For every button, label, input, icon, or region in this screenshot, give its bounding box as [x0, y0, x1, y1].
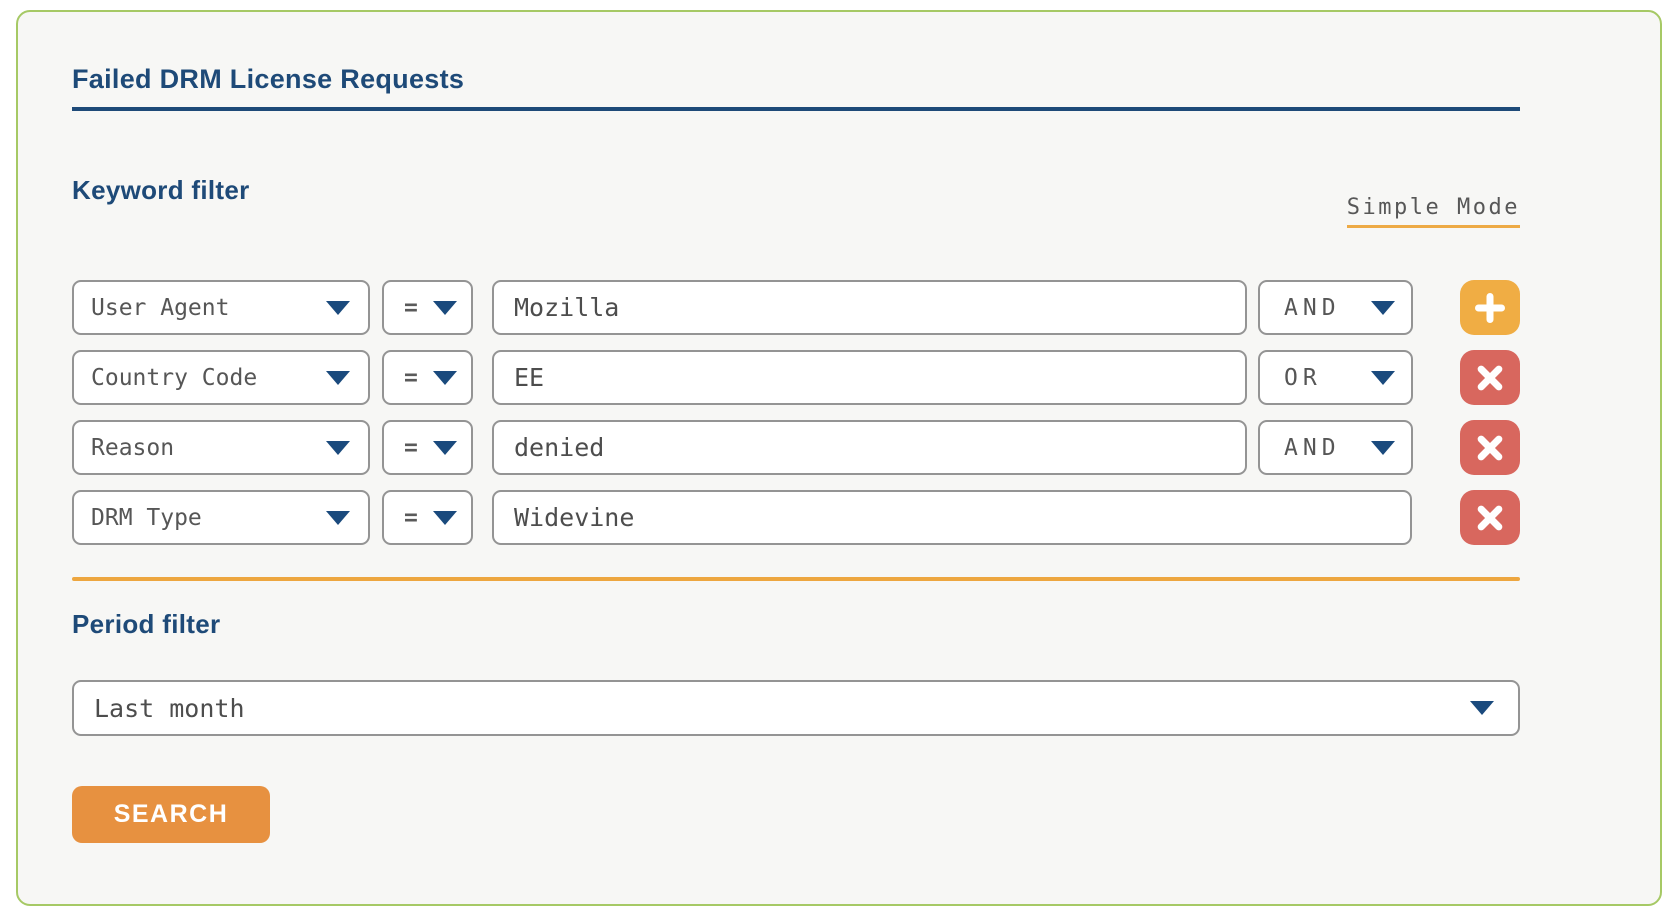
chevron-down-icon	[326, 510, 350, 525]
period-select[interactable]: Last month	[72, 680, 1520, 736]
plus-icon	[1473, 291, 1507, 325]
logic-select-value: AND	[1284, 434, 1341, 461]
operator-select[interactable]: =	[382, 490, 473, 545]
x-icon	[1473, 361, 1507, 395]
filter-row: Country Code = OR	[72, 350, 1520, 405]
simple-mode-link[interactable]: Simple Mode	[1346, 195, 1520, 228]
filter-row: DRM Type =	[72, 490, 1520, 545]
chevron-down-icon	[1371, 370, 1395, 385]
filter-row: User Agent = AND	[72, 280, 1520, 335]
keyword-filter-header: Keyword filter Simple Mode	[72, 175, 1520, 228]
keyword-value-input[interactable]	[492, 420, 1247, 475]
section-divider	[72, 577, 1520, 581]
chevron-down-icon	[1470, 701, 1494, 715]
logic-select-value: AND	[1284, 294, 1341, 321]
keyword-value-input[interactable]	[492, 490, 1412, 545]
chevron-down-icon	[433, 440, 457, 455]
x-icon	[1473, 501, 1507, 535]
page-title: Failed DRM License Requests	[72, 64, 1520, 111]
chevron-down-icon	[1371, 300, 1395, 315]
chevron-down-icon	[326, 440, 350, 455]
chevron-down-icon	[1371, 440, 1395, 455]
operator-select-value: =	[404, 434, 418, 461]
keyword-filter-rows: User Agent = AND Country Code	[72, 280, 1520, 545]
operator-select[interactable]: =	[382, 280, 473, 335]
field-select-value: Country Code	[91, 364, 258, 391]
x-icon	[1473, 431, 1507, 465]
remove-filter-button[interactable]	[1460, 420, 1520, 475]
chevron-down-icon	[433, 300, 457, 315]
failed-drm-license-requests-panel: Failed DRM License Requests Keyword filt…	[16, 10, 1662, 906]
keyword-value-input[interactable]	[492, 280, 1247, 335]
field-select-value: DRM Type	[91, 504, 202, 531]
logic-select-value: OR	[1284, 364, 1322, 391]
logic-select[interactable]: AND	[1258, 420, 1413, 475]
operator-select-value: =	[404, 364, 418, 391]
chevron-down-icon	[433, 370, 457, 385]
chevron-down-icon	[433, 510, 457, 525]
period-select-value: Last month	[94, 693, 245, 723]
chevron-down-icon	[326, 300, 350, 315]
chevron-down-icon	[326, 370, 350, 385]
operator-select-value: =	[404, 504, 418, 531]
field-select-value: User Agent	[91, 294, 230, 321]
field-select[interactable]: Reason	[72, 420, 370, 475]
keyword-filter-heading: Keyword filter	[72, 175, 250, 205]
operator-select-value: =	[404, 294, 418, 321]
field-select-value: Reason	[91, 434, 175, 461]
operator-select[interactable]: =	[382, 350, 473, 405]
search-button[interactable]: SEARCH	[72, 786, 270, 843]
logic-select[interactable]: OR	[1258, 350, 1413, 405]
keyword-value-input[interactable]	[492, 350, 1247, 405]
add-filter-button[interactable]	[1460, 280, 1520, 335]
field-select[interactable]: Country Code	[72, 350, 370, 405]
operator-select[interactable]: =	[382, 420, 473, 475]
field-select[interactable]: User Agent	[72, 280, 370, 335]
field-select[interactable]: DRM Type	[72, 490, 370, 545]
filter-row: Reason = AND	[72, 420, 1520, 475]
remove-filter-button[interactable]	[1460, 350, 1520, 405]
remove-filter-button[interactable]	[1460, 490, 1520, 545]
logic-select[interactable]: AND	[1258, 280, 1413, 335]
period-filter-heading: Period filter	[72, 609, 221, 639]
